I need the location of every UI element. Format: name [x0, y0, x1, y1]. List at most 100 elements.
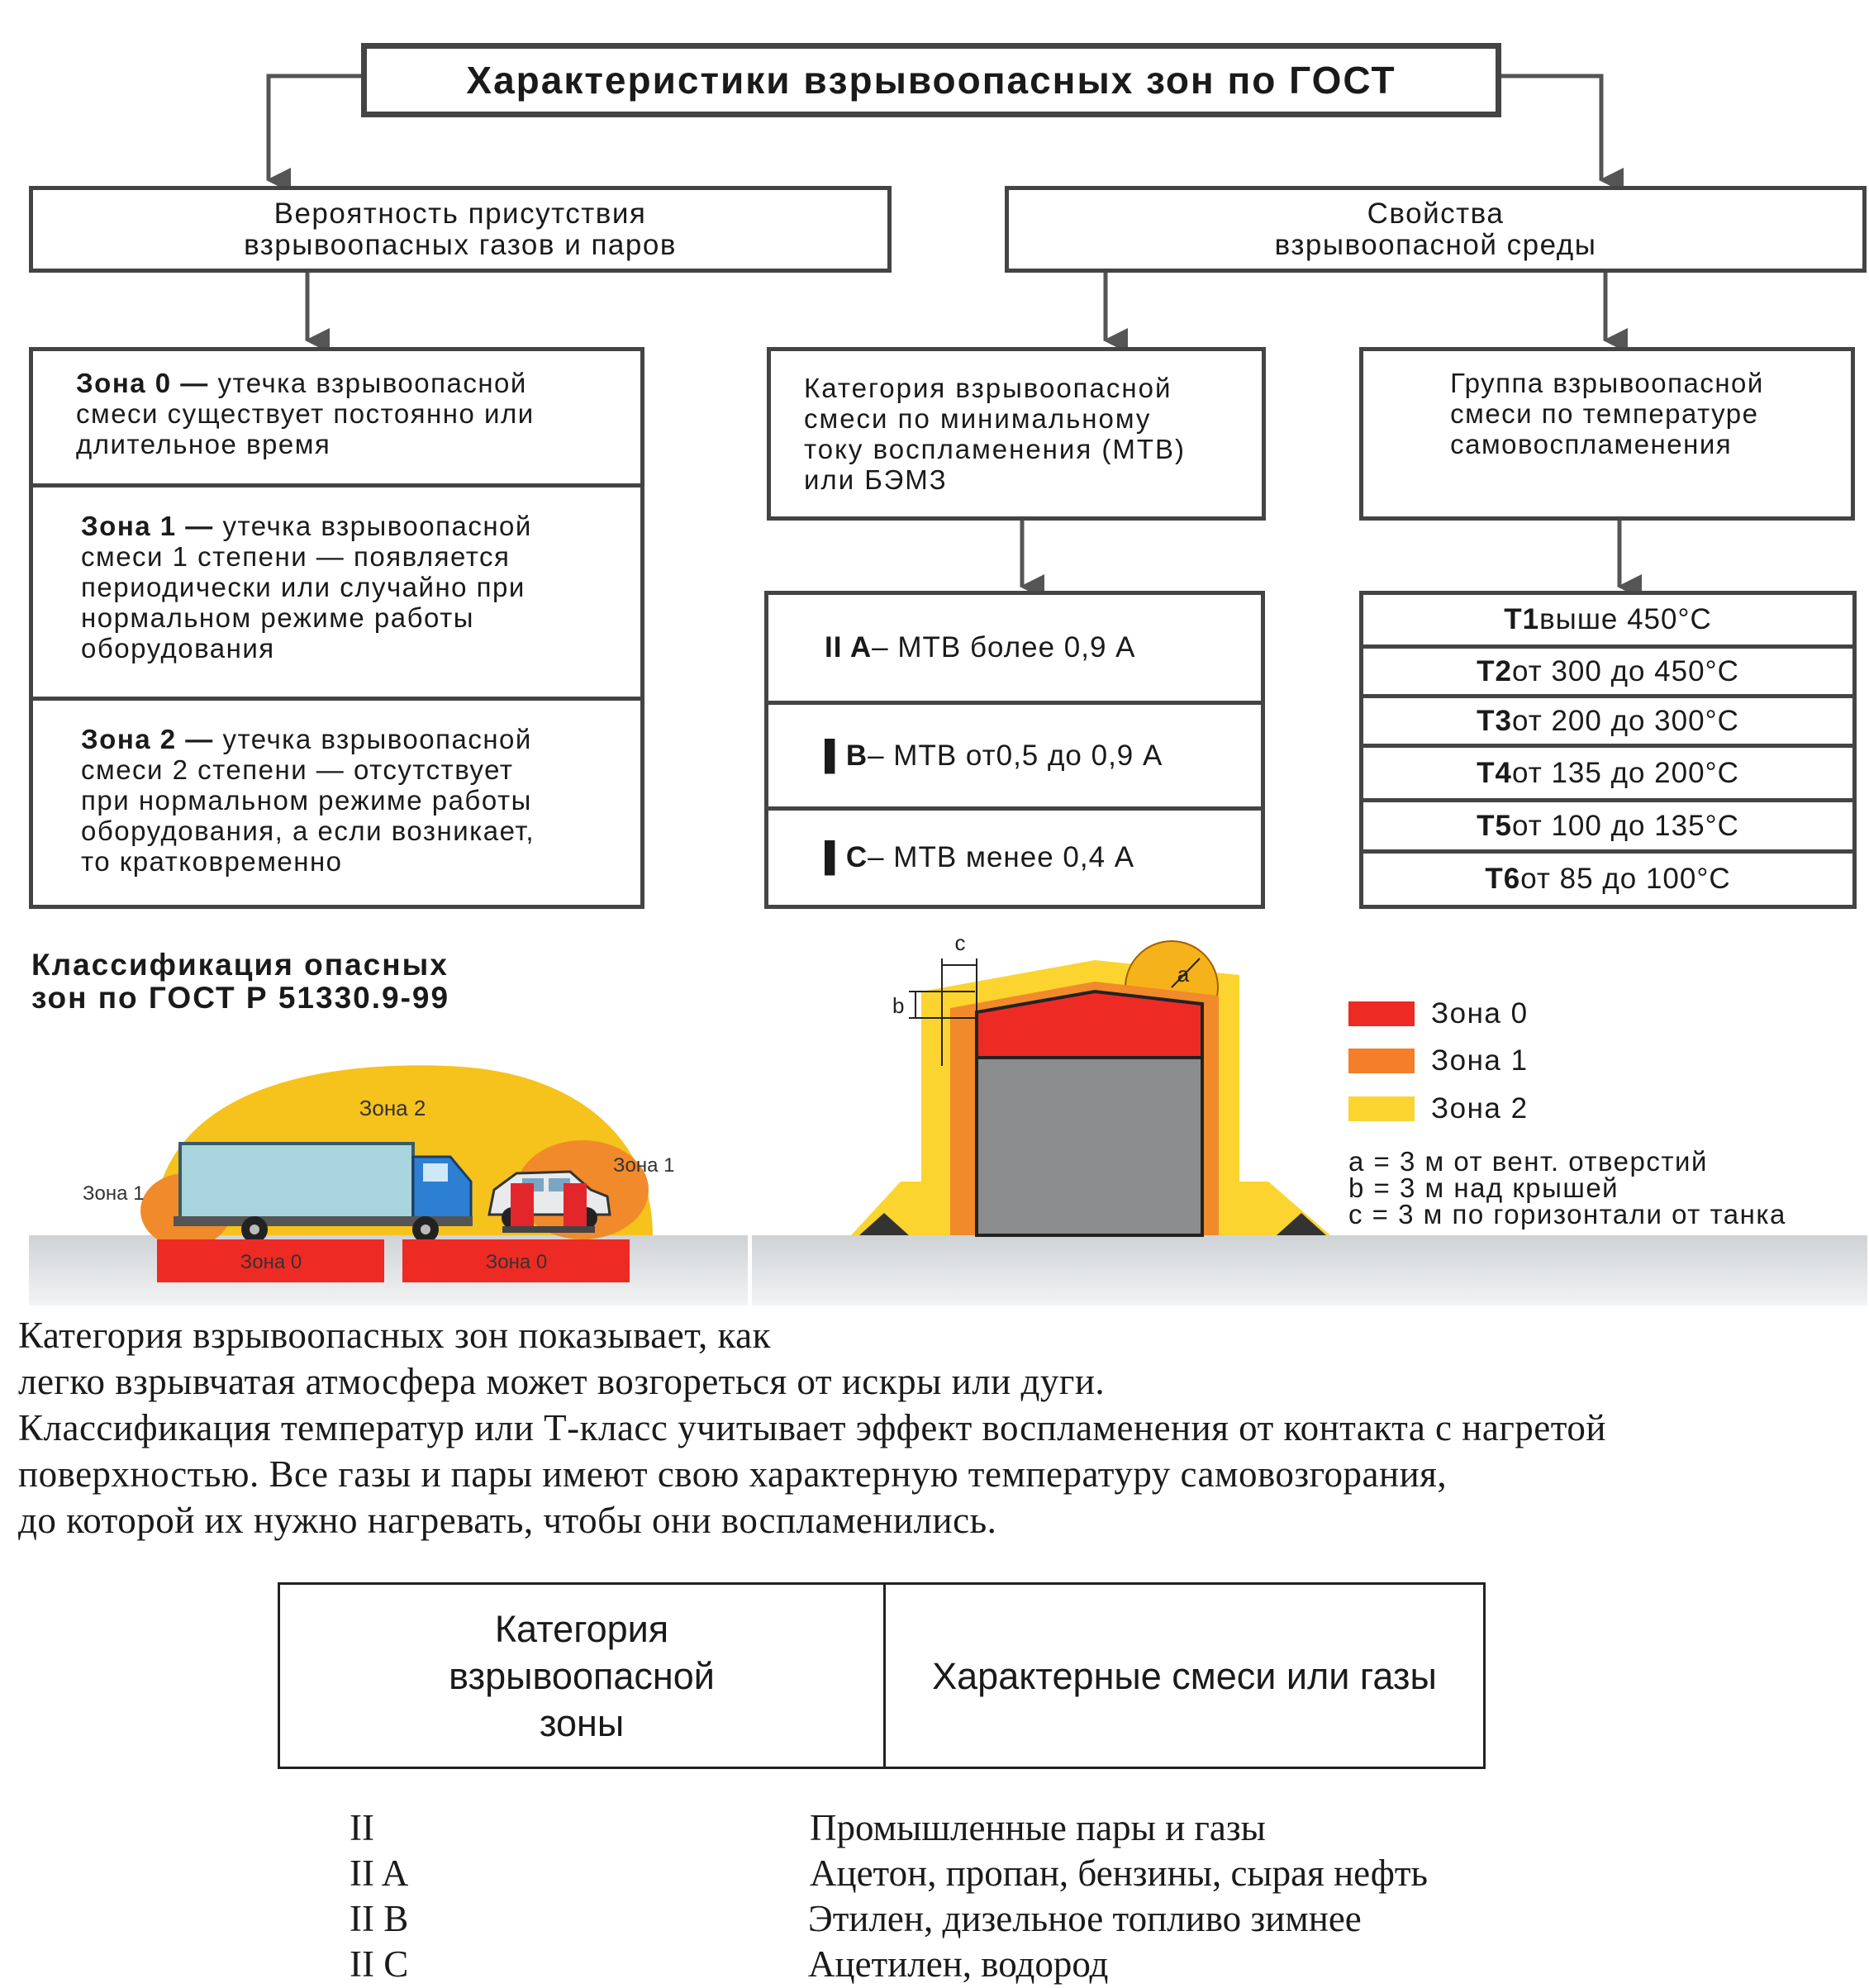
ground-left [29, 1235, 748, 1306]
zone-0-line-3: длительное время [76, 429, 331, 459]
zone-2-line-2: смеси 2 степени — отсутствует [81, 754, 514, 785]
zone-0-name: Зона 0 [76, 368, 172, 398]
temp-row-t2: T2 от 300 до 450°C [1363, 644, 1852, 694]
legend-zone-2: Зона 2 [1348, 1091, 1861, 1127]
probability-header-box: Вероятность присутствия взрывоопасных га… [29, 186, 892, 273]
category-row-b: ▌B – МТВ от0,5 до 0,9 А [768, 701, 1261, 806]
temp-row-t5: T5 от 100 до 135°C [1363, 798, 1852, 849]
paragraph-line-2: легко взрывчатая атмосфера может возгоре… [18, 1361, 1106, 1402]
category-text-iia: – МТВ более 0,9 А [872, 631, 1136, 663]
zone-0-right-area [402, 1239, 630, 1282]
zone-0-description: Зона 0 — утечка взрывоопасной смеси суще… [33, 351, 640, 483]
properties-header-line-1: Свойства [1367, 197, 1505, 230]
category-text-b: – МТВ от0,5 до 0,9 А [868, 739, 1163, 772]
legend-zone-1: Зона 1 [1348, 1043, 1861, 1079]
zones-box: Зона 0 — утечка взрывоопасной смеси суще… [29, 347, 644, 909]
table-header-category-line-1: Категория [494, 1607, 669, 1650]
zone-0-dash: — [171, 368, 218, 398]
temp-code-t3: T3 [1477, 704, 1512, 737]
table-header-category: Категория взрывоопасной зоны [280, 1585, 886, 1767]
zone-1-line-4: нормальном режиме работы [81, 602, 474, 633]
probability-header-line-2: взрывоопасных газов и паров [244, 228, 677, 261]
temp-text-t4: от 135 до 200°C [1512, 756, 1739, 789]
legend-swatch-zone-0 [1348, 1001, 1415, 1026]
zone-2-illustration-label: Зона 2 [359, 1096, 426, 1120]
zone-1-line-1: утечка взрывоопасной [222, 511, 532, 541]
zone-1-line-5: оборудования [81, 633, 275, 663]
explanation-paragraph: Категория взрывоопасных зон показывает, … [18, 1312, 1606, 1543]
zone-1-description: Зона 1 — утечка взрывоопасной смеси 1 ст… [33, 483, 640, 697]
dimension-a-label: a [1177, 962, 1190, 987]
temp-text-t5: от 100 до 135°C [1512, 809, 1739, 842]
category-text-c: – МТВ менее 0,4 А [868, 841, 1135, 873]
gas-text-4: Ацетилен, водород [808, 1943, 1109, 1985]
classification-title-line-1: Классификация опасных [31, 948, 449, 982]
temp-text-t1: выше 450°C [1539, 603, 1712, 635]
zone-0-right-illustration-label: Зона 0 [486, 1251, 547, 1273]
temp-row-t1: T1 выше 450°C [1363, 595, 1852, 644]
gas-table-header: Категория взрывоопасной зоны Характерные… [278, 1582, 1486, 1769]
connector-lines [266, 74, 1642, 599]
paragraph-line-3: Классификация температур или Т-класс учи… [18, 1407, 1606, 1448]
temp-text-t3: от 200 до 300°C [1512, 704, 1739, 737]
group-line-3: самовоспламенения [1450, 428, 1733, 459]
temp-text-t6: от 85 до 100°C [1520, 863, 1731, 895]
zone-2-description: Зона 2 — утечка взрывоопасной смеси 2 ст… [33, 697, 640, 905]
probability-header-line-1: Вероятность присутствия [273, 197, 647, 230]
temperature-group-box: Группа взрывоопасной смеси по температур… [1359, 347, 1855, 521]
paragraph-line-4: поверхностью. Все газы и пары имеют свою… [18, 1453, 1448, 1495]
category-marker-c: ▌ [825, 841, 846, 873]
zone-1-line-2: смеси 1 степени — появляется [81, 541, 511, 572]
category-row-iia: II A – МТВ более 0,9 А [768, 595, 1261, 701]
zone-0-left-area [157, 1239, 384, 1282]
zone-2-line-4: оборудования, а если возникает, [81, 816, 535, 846]
zone-2-line-1: утечка взрывоопасной [222, 724, 532, 754]
dimension-c-label: c [955, 930, 966, 955]
category-code-c: C [845, 841, 868, 873]
zone-2-line-3: при нормальном режиме работы [81, 785, 532, 816]
zone-1-right-illustration-label: Зона 1 [613, 1154, 674, 1177]
zone-2-dash: — [176, 724, 223, 754]
note-a: a = 3 м от вент. отверстий [1348, 1146, 1708, 1177]
legend-swatch-zone-1 [1348, 1049, 1415, 1073]
gas-text-2: Ацетон, пропан, бензины, сырая нефть [810, 1852, 1429, 1894]
category-line-4: или БЭМЗ [804, 464, 948, 495]
zone-1-left-illustration-label: Зона 1 [83, 1182, 144, 1205]
diagram-title: Характеристики взрывоопасных зон по ГОСТ [466, 59, 1396, 102]
category-line-3: току воспламенения (МТВ) [804, 434, 1187, 464]
gas-category-1: II [350, 1807, 374, 1848]
dimension-b-label: b [892, 993, 904, 1018]
gas-text-3: Этилен, дизельное топливо зимнее [808, 1898, 1362, 1939]
diagram-title-box: Характеристики взрывоопасных зон по ГОСТ [361, 43, 1501, 117]
table-header-category-line-3: зоны [539, 1701, 625, 1744]
category-line-2: смеси по минимальному [804, 403, 1152, 434]
temp-text-t2: от 300 до 450°C [1512, 654, 1739, 687]
properties-header-box: Свойства взрывоопасной среды [1005, 186, 1867, 273]
legend-swatch-zone-2 [1348, 1096, 1415, 1121]
properties-header-line-2: взрывоопасной среды [1274, 228, 1597, 261]
zone-0-line-1: утечка взрывоопасной [217, 368, 527, 398]
category-marker-b: ▌ [825, 739, 846, 772]
temperature-classes-box: T1 выше 450°C T2 от 300 до 450°C T3 от 2… [1359, 591, 1857, 909]
temp-code-t1: T1 [1504, 603, 1540, 635]
group-line-2: смеси по температуре [1450, 397, 1759, 429]
gas-text-1: Промышленные пары и газы [810, 1807, 1266, 1848]
category-line-1: Категория взрывоопасной [804, 373, 1172, 403]
gas-category-2: II A [350, 1852, 409, 1894]
note-b: b = 3 м над крышей [1348, 1172, 1619, 1203]
table-header-category-line-2: взрывоопасной [449, 1654, 715, 1697]
fuel-pump-icon [502, 1183, 595, 1233]
zone-1-name: Зона 1 [81, 511, 177, 541]
legend-zone-0: Зона 0 [1348, 996, 1861, 1032]
category-box: Категория взрывоопасной смеси по минимал… [767, 347, 1266, 521]
hazard-zone-illustration: Зона 2 Зона 1 Зона 1 Зона 0 Зона 0 c b a [29, 930, 1867, 1306]
temp-code-t2: T2 [1477, 654, 1512, 687]
zone-2-name: Зона 2 [81, 724, 177, 754]
zone-2-line-5: то кратковременно [81, 846, 343, 877]
temp-code-t5: T5 [1477, 809, 1512, 842]
temp-row-t3: T3 от 200 до 300°C [1363, 694, 1852, 744]
category-code-iia: II A [825, 631, 873, 663]
legend-label-zone-0: Зона 0 [1431, 997, 1529, 1030]
group-line-1: Группа взрывоопасной [1450, 367, 1764, 398]
table-header-gases: Характерные смеси или газы [932, 1654, 1437, 1697]
